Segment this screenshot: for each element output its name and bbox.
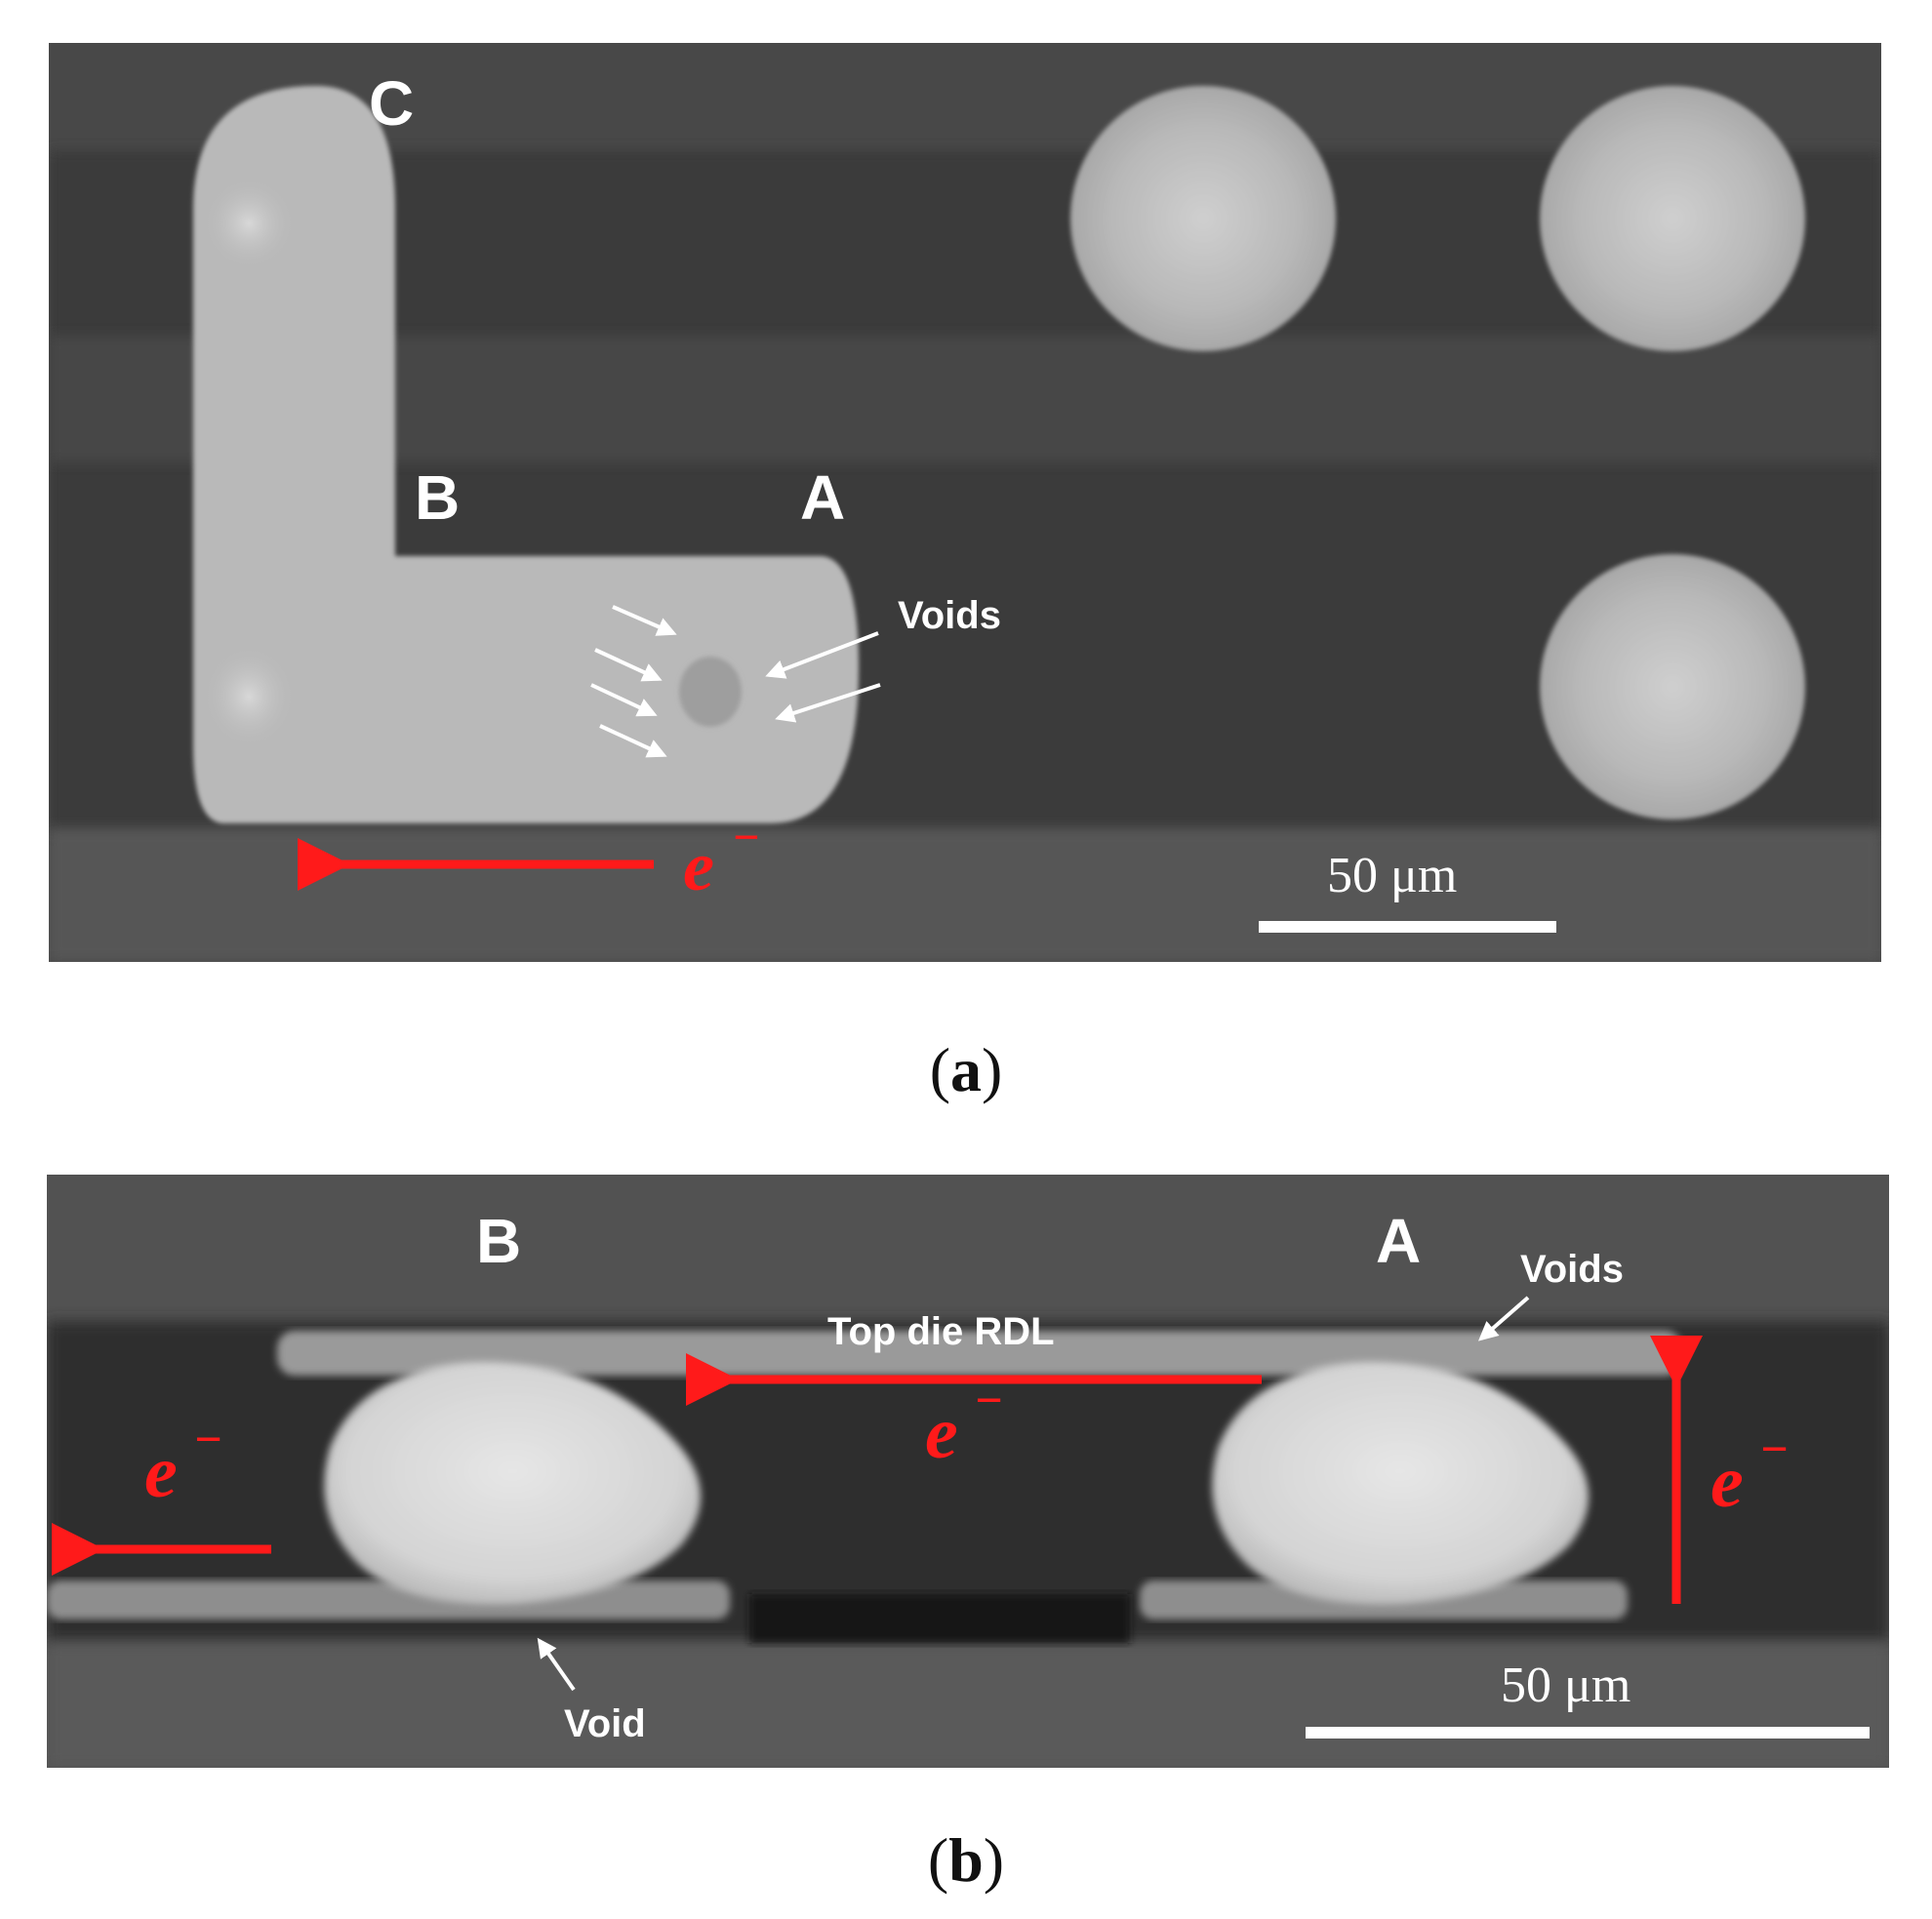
scale-bar-label: 50 μm	[1327, 848, 1457, 903]
electron-label: e	[683, 827, 714, 905]
label-b-cross-section: B	[476, 1206, 521, 1276]
caption-b: (b)	[927, 1825, 1005, 1895]
void-region	[679, 657, 742, 727]
scale-bar-b	[1306, 1727, 1870, 1739]
panel-b-image: B A Voids Top die RDL Void e − e − e − 5…	[47, 1175, 1889, 1768]
void-indicator-arrows	[590, 605, 881, 758]
voids-pointer	[1477, 1296, 1530, 1341]
electron-label-right: e	[1711, 1441, 1744, 1523]
solder-bump-b	[324, 1362, 701, 1605]
electron-charge-middle: −	[974, 1373, 1003, 1427]
void-label: Void	[564, 1702, 646, 1745]
scale-bar	[1259, 921, 1556, 933]
electron-charge-left: −	[193, 1412, 222, 1466]
rdl-label: Top die RDL	[827, 1310, 1055, 1353]
top-die-rdl	[277, 1331, 1682, 1376]
voids-label-b: Voids	[1520, 1248, 1624, 1291]
panel-a-svg: C B A Voids e − 50 μm	[49, 43, 1881, 962]
bump-top-middle	[1070, 86, 1336, 351]
bottom-pad-left	[47, 1580, 730, 1619]
label-b: B	[415, 462, 460, 533]
scale-bar-label-b: 50 μm	[1501, 1658, 1630, 1713]
l-shaped-trace	[193, 86, 859, 823]
caption-a: (a)	[929, 1035, 1003, 1104]
electron-label-middle: e	[925, 1392, 958, 1474]
label-a-cross-section: A	[1376, 1206, 1421, 1276]
solder-bump-a	[1212, 1362, 1589, 1605]
electron-label-left: e	[144, 1431, 178, 1513]
electron-charge-right: −	[1759, 1421, 1789, 1476]
bump-bottom-right	[1540, 554, 1805, 820]
bump-top-right	[1540, 86, 1805, 351]
label-a: A	[800, 462, 845, 533]
voids-label: Voids	[898, 594, 1001, 637]
electron-charge: −	[732, 812, 760, 863]
label-c: C	[369, 68, 414, 139]
panel-a-image: C B A Voids e − 50 μm	[49, 43, 1881, 962]
void-pointer	[537, 1637, 576, 1692]
panel-b-svg: B A Voids Top die RDL Void e − e − e − 5…	[47, 1175, 1889, 1768]
